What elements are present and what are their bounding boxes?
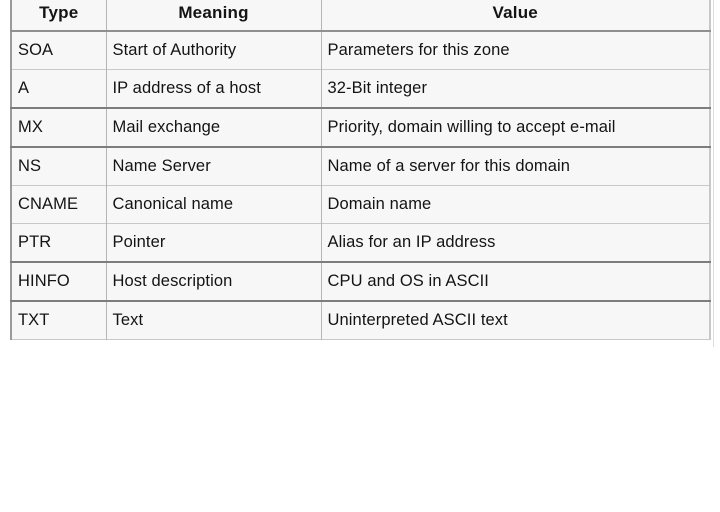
cell-type: TXT bbox=[11, 301, 107, 340]
cell-type: SOA bbox=[11, 31, 107, 70]
cell-type: NS bbox=[11, 147, 107, 186]
cell-type: MX bbox=[11, 108, 107, 147]
cell-meaning: Start of Authority bbox=[105, 31, 322, 70]
cell-value: Name of a server for this domain bbox=[320, 147, 710, 186]
cell-type: A bbox=[11, 69, 107, 108]
cell-value: Domain name bbox=[320, 185, 710, 224]
cell-meaning: Pointer bbox=[105, 223, 322, 262]
cell-value: Uninterpreted ASCII text bbox=[320, 301, 710, 340]
column-header-type: Type bbox=[11, 0, 107, 32]
cell-meaning: IP address of a host bbox=[105, 69, 322, 108]
cell-type: HINFO bbox=[11, 262, 107, 301]
cell-type: CNAME bbox=[11, 185, 107, 224]
cell-value: Alias for an IP address bbox=[320, 223, 710, 262]
table-header: Type Meaning Value bbox=[11, 0, 710, 32]
table-header-row: Type Meaning Value bbox=[11, 0, 710, 32]
page-edge-rule bbox=[713, 0, 714, 347]
cell-meaning: Host description bbox=[105, 262, 322, 301]
cell-value: Priority, domain willing to accept e-mai… bbox=[320, 108, 710, 147]
column-header-meaning: Meaning bbox=[105, 0, 322, 32]
cell-value: 32-Bit integer bbox=[320, 69, 710, 108]
cell-meaning: Canonical name bbox=[105, 185, 322, 224]
cell-value: CPU and OS in ASCII bbox=[320, 262, 710, 301]
cell-meaning: Mail exchange bbox=[105, 108, 322, 147]
cell-meaning: Text bbox=[105, 301, 322, 340]
cell-type: PTR bbox=[11, 223, 107, 262]
cell-value: Parameters for this zone bbox=[320, 31, 710, 70]
column-header-value: Value bbox=[320, 0, 710, 32]
cell-meaning: Name Server bbox=[105, 147, 322, 186]
